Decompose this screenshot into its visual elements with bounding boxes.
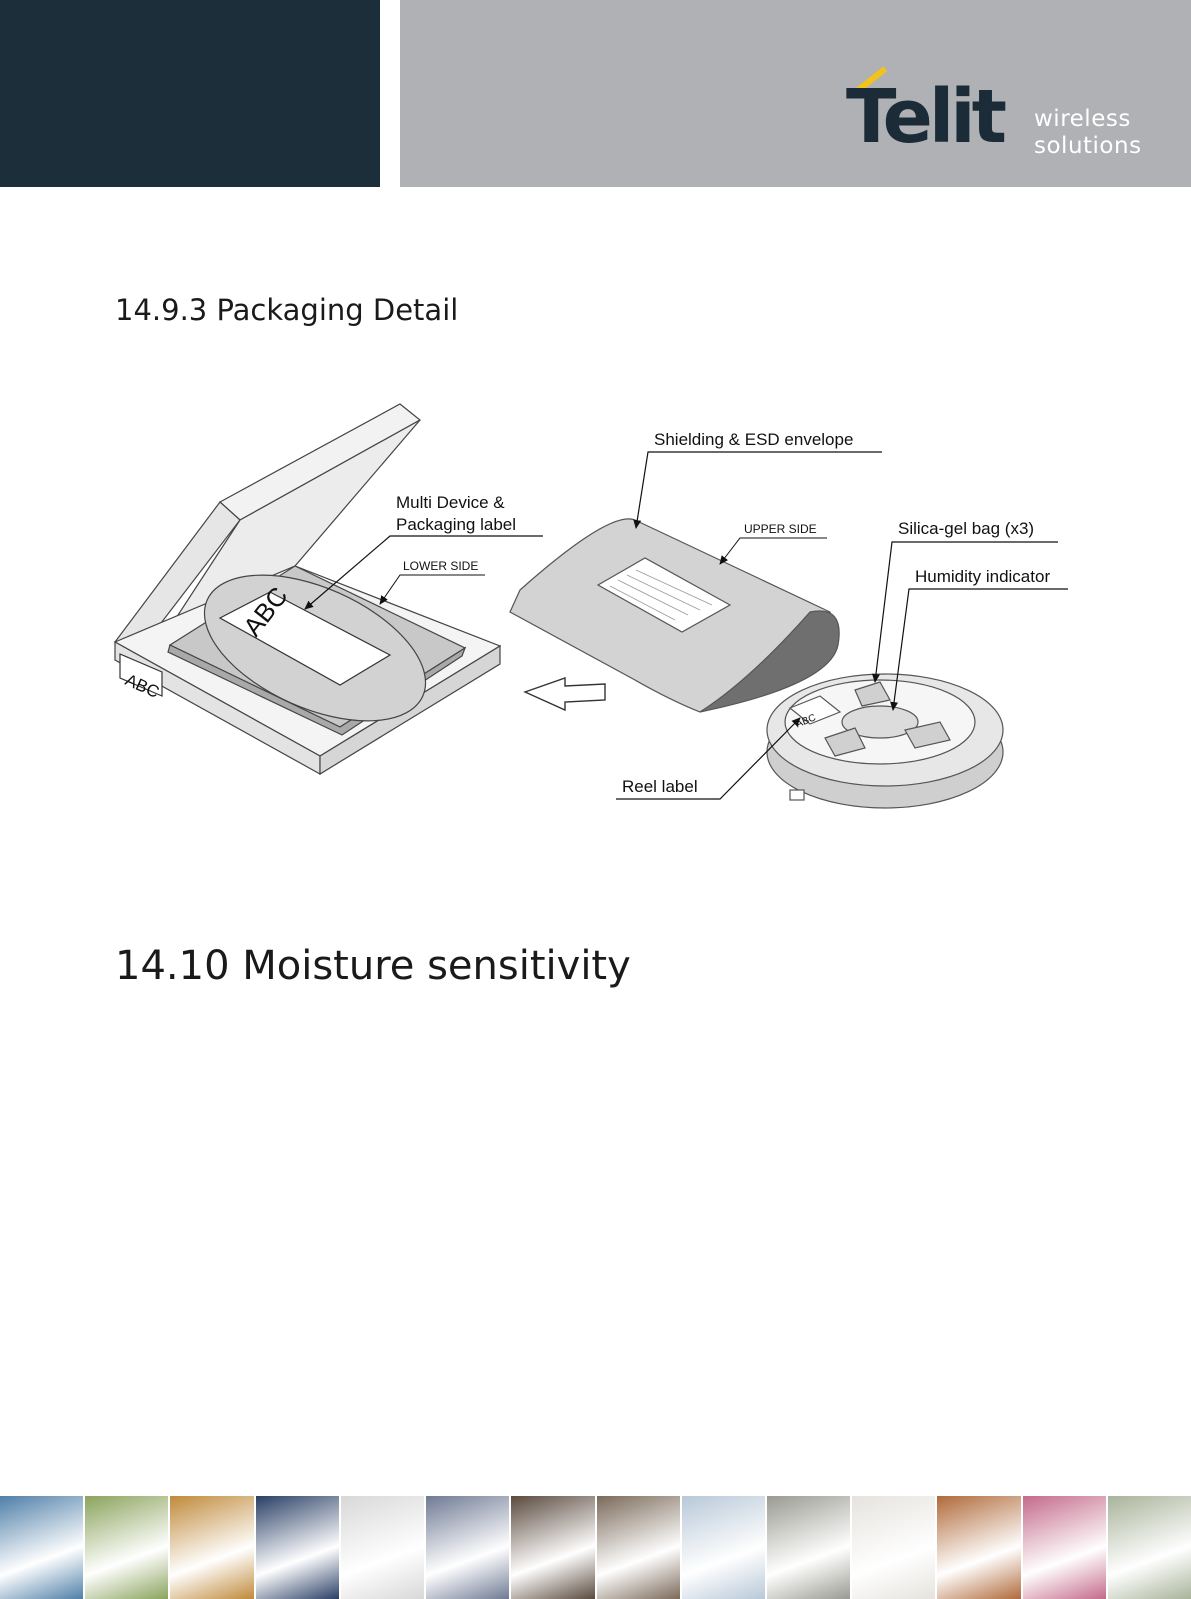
callout-lower-side: LOWER SIDE — [380, 559, 485, 604]
cctv-camera-photo — [1108, 1496, 1191, 1599]
section-heading-moisture-sensitivity: 14.10 Moisture sensitivity — [115, 943, 631, 989]
reel-drawing — [767, 674, 1003, 808]
callout-shielding: Shielding & ESD envelope — [636, 430, 882, 528]
callout-shielding-text: Shielding & ESD envelope — [654, 430, 853, 449]
logo-tagline-line1: wireless — [1034, 106, 1142, 133]
printing-photo — [1023, 1496, 1108, 1599]
packaging-detail-figure: ABC ABC ABC Multi De — [110, 400, 1100, 840]
left-arrow-icon — [525, 678, 605, 710]
callout-silica-text: Silica-gel bag (x3) — [898, 519, 1034, 538]
packaging-box-drawing — [115, 404, 500, 774]
subway-photo — [937, 1496, 1022, 1599]
callout-multi-device-line1: Multi Device & — [396, 493, 505, 512]
callout-humidity-text: Humidity indicator — [915, 567, 1050, 586]
callout-silica: Silica-gel bag (x3) — [875, 519, 1058, 682]
containers-photo — [170, 1496, 255, 1599]
led-clock-photo — [256, 1496, 341, 1599]
section-heading-packaging-detail: 14.9.3 Packaging Detail — [115, 293, 458, 327]
meter-photo — [767, 1496, 852, 1599]
laser-photo — [852, 1496, 937, 1599]
packaging-illustration: ABC ABC ABC Multi De — [110, 400, 1100, 840]
vending-photo — [597, 1496, 682, 1599]
reel-clip — [790, 790, 804, 800]
callout-lower-side-text: LOWER SIDE — [403, 559, 478, 573]
logo-wordmark: Telit — [846, 80, 1003, 154]
keyboard-photo — [341, 1496, 426, 1599]
callout-upper-side-text: UPPER SIDE — [744, 522, 817, 536]
wind-turbine-photo — [682, 1496, 767, 1599]
card-reader-photo — [511, 1496, 596, 1599]
callout-multi-device-line2: Packaging label — [396, 515, 516, 534]
footer-photo-strip — [0, 1496, 1191, 1599]
callout-upper-side: UPPER SIDE — [720, 522, 827, 564]
callout-reel-label-text: Reel label — [622, 777, 698, 796]
traffic-photo — [0, 1496, 85, 1599]
logo-tagline: wireless solutions — [1034, 106, 1142, 160]
sos-phone-photo — [85, 1496, 170, 1599]
telit-logo: Telit wireless solutions — [846, 58, 1156, 168]
cyclist-photo — [426, 1496, 511, 1599]
logo-tagline-line2: solutions — [1034, 133, 1142, 160]
header-dark-band — [0, 0, 380, 187]
